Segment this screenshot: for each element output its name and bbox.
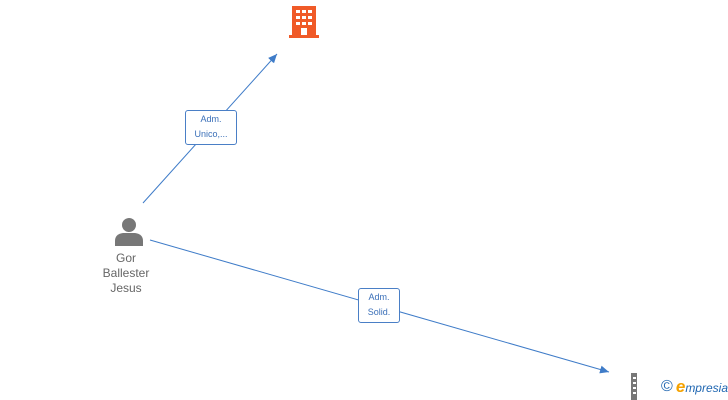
relation-label-line: Solid. xyxy=(367,307,391,317)
person-name-line: Ballester xyxy=(102,266,150,280)
brand-rest: mpresia xyxy=(685,381,728,395)
building-icon xyxy=(631,373,637,400)
brand-initial: e xyxy=(675,377,686,396)
company-node-1[interactable] xyxy=(288,4,320,38)
relation-label-line: Unico,... xyxy=(194,129,228,139)
person-name: Gor Ballester Jesus xyxy=(89,251,163,296)
relation-label-2[interactable]: Adm. Solid. xyxy=(358,288,400,323)
relation-label-line: Adm. xyxy=(200,114,222,124)
empresia-watermark: © empresia xyxy=(661,377,728,397)
person-node[interactable] xyxy=(114,216,144,246)
person-name-line: Gor xyxy=(115,251,136,265)
company-node-2[interactable] xyxy=(628,371,640,400)
brand-logo: empresia xyxy=(676,377,728,397)
relation-label-line: Adm. xyxy=(368,292,390,302)
relation-label-1[interactable]: Adm. Unico,... xyxy=(185,110,237,145)
person-name-line: Jesus xyxy=(110,281,142,295)
copyright-symbol: © xyxy=(661,378,673,395)
person-icon xyxy=(115,218,143,246)
building-icon xyxy=(289,6,319,38)
